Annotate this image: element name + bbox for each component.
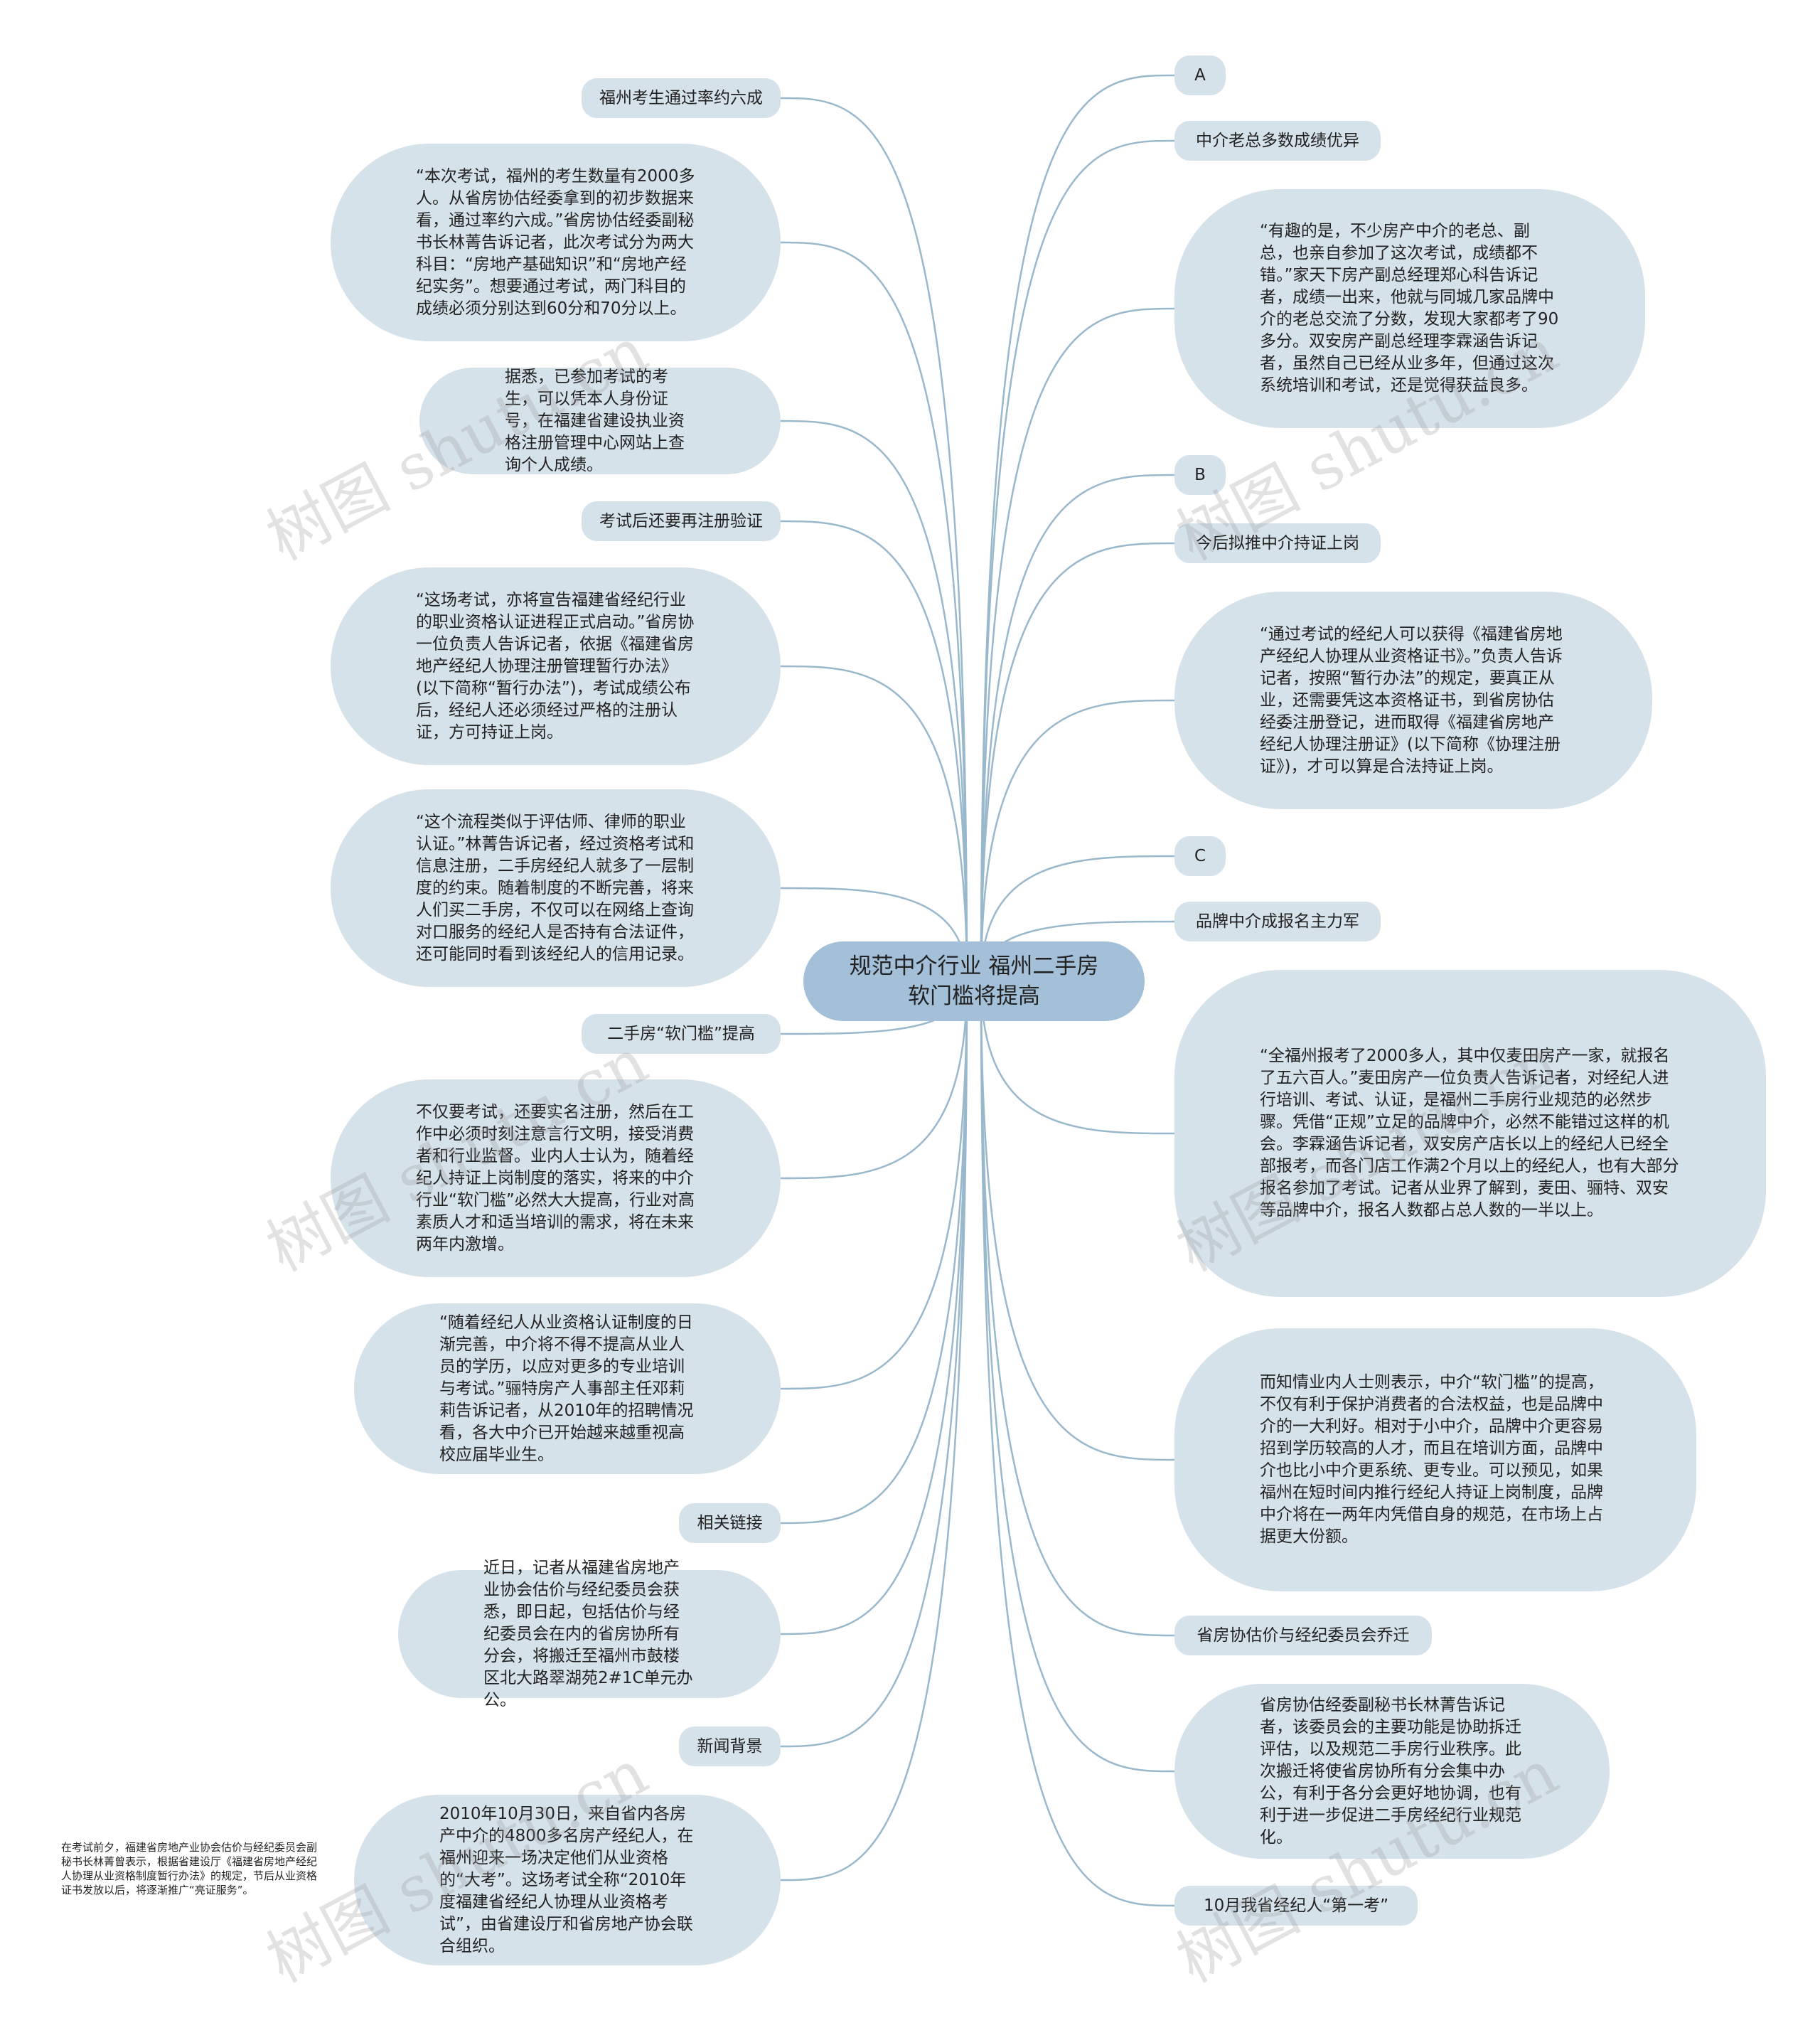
- connector-line: [780, 520, 968, 982]
- root-topic[interactable]: 规范中介行业 福州二手房 软门槛将提高: [803, 941, 1145, 1021]
- connector-line: [780, 981, 968, 1748]
- connector-line: [780, 981, 968, 1180]
- connector-line: [780, 981, 968, 1881]
- topic-right-11[interactable]: 省房协估价与经纪委员会乔迁: [1174, 1616, 1432, 1655]
- connector-line: [780, 981, 968, 1525]
- connector-line: [780, 665, 968, 982]
- topic-right-c[interactable]: C: [1174, 836, 1226, 876]
- connector-line: [780, 981, 968, 1635]
- detail-left-13[interactable]: 2010年10月30日，来自省内各房产中介的4800多名房产经纪人，在福州迎来一…: [354, 1795, 781, 1965]
- topic-right-5[interactable]: 今后拟推中介持证上岗: [1174, 523, 1381, 563]
- detail-right-3[interactable]: “有趣的是，不少房产中介的老总、副总，也亲自参加了这次考试，成绩都不错。”家天下…: [1174, 189, 1645, 428]
- connector-line: [980, 981, 1175, 1637]
- topic-right-b[interactable]: B: [1174, 455, 1226, 495]
- connector-line: [980, 981, 1175, 1135]
- detail-right-6[interactable]: “通过考试的经纪人可以获得《福建省房地产经纪人协理从业资格证书》。”负责人告诉记…: [1174, 592, 1652, 809]
- connector-line: [780, 97, 968, 982]
- detail-right-10[interactable]: 而知情业内人士则表示，中介“软门槛”的提高，不仅有利于保护消费者的合法权益，也是…: [1174, 1328, 1696, 1591]
- connector-line: [780, 981, 968, 1390]
- topic-right-2[interactable]: 中介老总多数成绩优异: [1174, 121, 1381, 161]
- topic-right-a[interactable]: A: [1174, 55, 1226, 95]
- detail-left-6[interactable]: “这个流程类似于评估师、律师的职业认证。”林菁告诉记者，经过资格考试和信息注册，…: [331, 789, 781, 987]
- connector-line: [980, 139, 1175, 982]
- connector-line: [980, 74, 1175, 982]
- topic-left-1[interactable]: 福州考生通过率约六成: [582, 78, 781, 118]
- detail-right-12[interactable]: 省房协估经委副秘书长林菁告诉记者，该委员会的主要功能是协助拆迁评估，以及规范二手…: [1174, 1684, 1610, 1859]
- detail-left-3[interactable]: 据悉，已参加考试的考生，可以凭本人身份证号，在福建省建设执业资格注册管理中心网站…: [419, 368, 781, 474]
- connector-line: [980, 981, 1175, 1773]
- side-note: 在考试前夕，福建省房地产业协会估价与经纪委员会副秘书长林菁曾表示，根据省建设厅《…: [61, 1841, 318, 1896]
- topic-left-10[interactable]: 相关链接: [679, 1503, 781, 1543]
- detail-left-8[interactable]: 不仅要考试，还要实名注册，然后在工作中必须时刻注意言行文明，接受消费者和行业监督…: [331, 1079, 781, 1277]
- connector-line: [780, 241, 968, 982]
- connector-line: [980, 981, 1175, 1907]
- topic-left-12[interactable]: 新闻背景: [679, 1726, 781, 1766]
- connector-line: [980, 474, 1175, 982]
- connector-line: [980, 699, 1175, 982]
- detail-left-9[interactable]: “随着经纪人从业资格认证制度的日渐完善，中介将不得不提高从业人员的学历，以应对更…: [354, 1303, 781, 1474]
- topic-right-8[interactable]: 品牌中介成报名主力军: [1174, 902, 1381, 941]
- connector-line: [980, 542, 1175, 982]
- connector-line: [780, 420, 968, 982]
- topic-left-7[interactable]: 二手房“软门槛”提高: [582, 1014, 781, 1054]
- connector-line: [980, 307, 1175, 982]
- connector-line: [980, 855, 1175, 982]
- detail-left-5[interactable]: “这场考试，亦将宣告福建省经纪行业的职业资格认证进程正式启动。”省房协一位负责人…: [331, 567, 781, 765]
- detail-left-2[interactable]: “本次考试，福州的考生数量有2000多人。从省房协估经委拿到的初步数据来看，通过…: [331, 144, 781, 341]
- topic-left-4[interactable]: 考试后还要再注册验证: [582, 501, 781, 541]
- connector-line: [980, 981, 1175, 1461]
- detail-right-9[interactable]: “全福州报考了2000多人，其中仅麦田房产一家，就报名了五六百人。”麦田房产一位…: [1174, 970, 1766, 1297]
- topic-right-13[interactable]: 10月我省经纪人“第一考”: [1174, 1886, 1418, 1926]
- detail-left-11[interactable]: 近日，记者从福建省房地产业协会估价与经纪委员会获悉，即日起，包括估价与经纪委员会…: [398, 1559, 781, 1709]
